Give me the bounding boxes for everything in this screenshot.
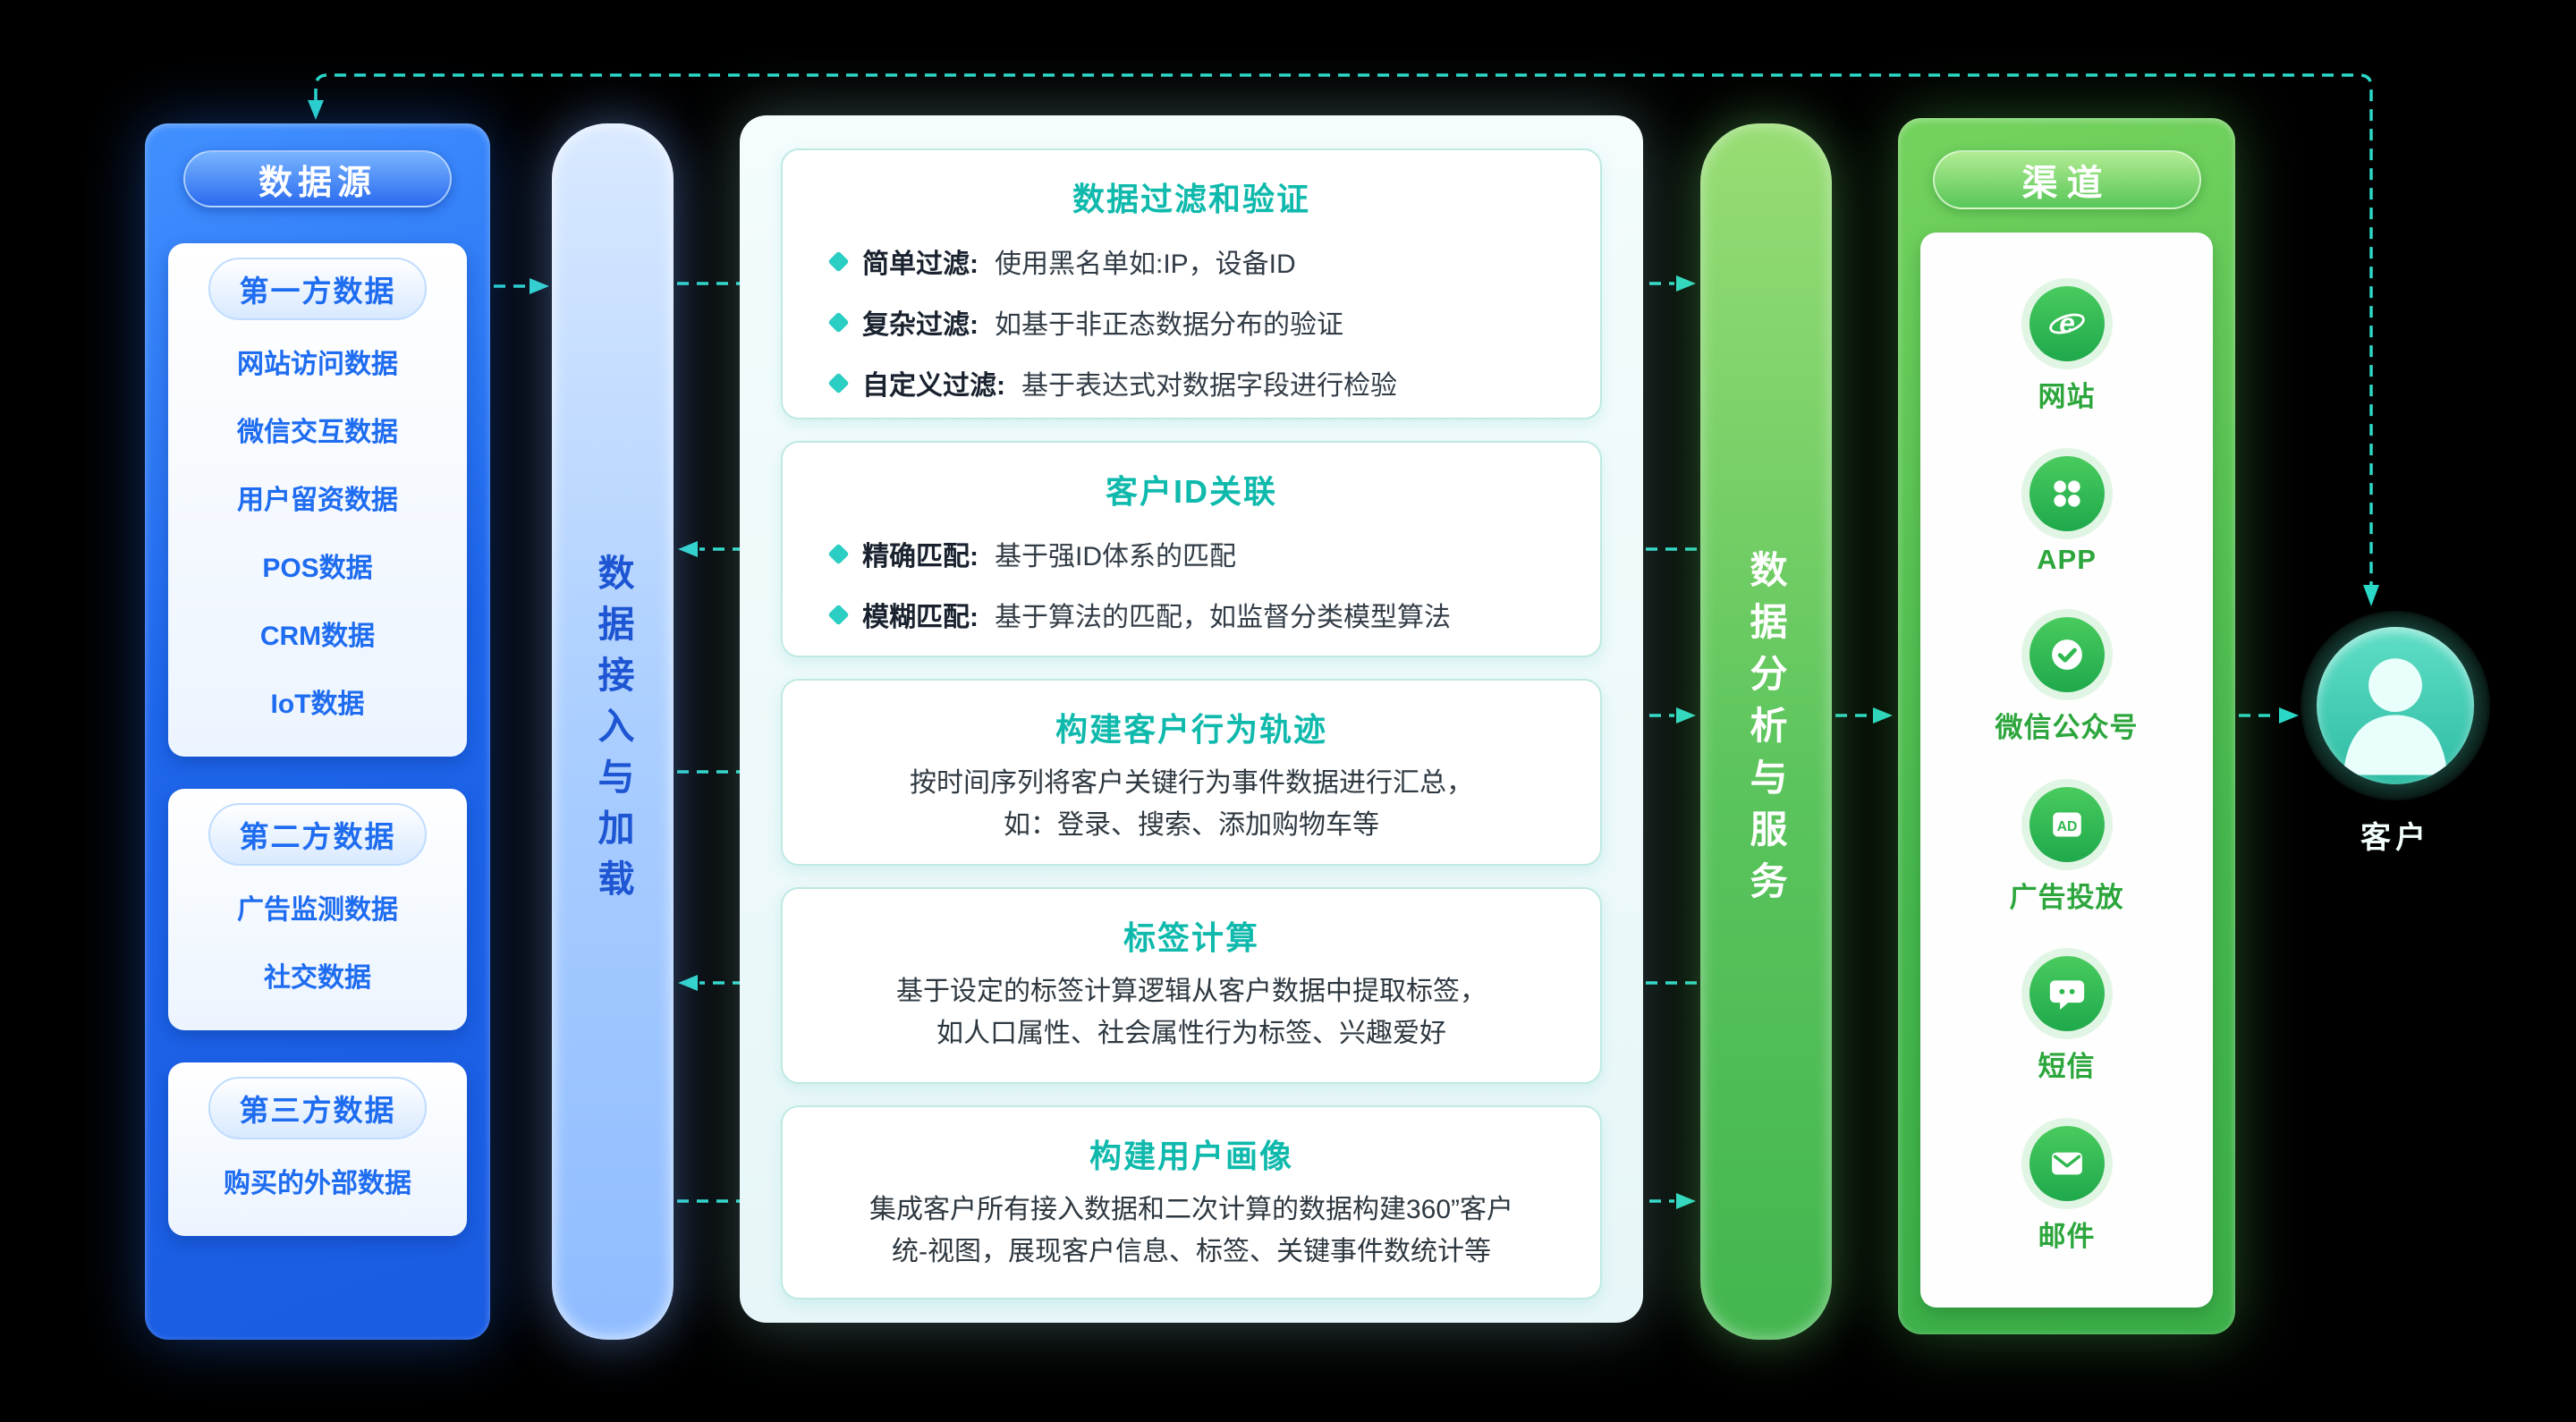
analysis-bar-label: 数据分析与服务 <box>1745 550 1787 913</box>
first-party-data-group: 第一方数据 网站访问数据 微信交互数据 用户留资数据 POS数据 CRM数据 I… <box>168 243 467 757</box>
channel-label: 短信 <box>2038 1051 2096 1083</box>
process-box-body: 按时间序列将客户关键行为事件数据进行汇总， 如：登录、搜索、添加购物车等 <box>818 763 1564 846</box>
channels-title: 渠道 <box>1932 150 2201 209</box>
body-line: 按时间序列将客户关键行为事件数据进行汇总， <box>910 768 1473 798</box>
channel-label: 邮件 <box>2038 1220 2096 1252</box>
process-box-title: 构建客户行为轨迹 <box>1055 711 1327 748</box>
ad-badge-text: AD <box>2056 818 2077 834</box>
channel-item-wechat-official: 微信公众号 <box>1996 617 2139 745</box>
ingest-bar-label: 数据接入与加载 <box>592 553 633 910</box>
third-party-title: 第三方数据 <box>208 1077 427 1139</box>
bullet-text: 基于表达式对数据字段进行检验 <box>1021 371 1397 401</box>
bullet-text: 使用黑名单如:IP，设备ID <box>995 250 1296 279</box>
bullet-row: 复杂过滤: 如基于非正态数据分布的验证 <box>827 302 1564 342</box>
app-grid-icon <box>2029 455 2105 531</box>
bullet-label: 自定义过滤: <box>862 371 1005 401</box>
bullet-row: 模糊匹配: 基于算法的匹配，如监督分类模型算法 <box>827 595 1564 634</box>
channels-panel: 渠道 e 网站 APP <box>1898 118 2235 1334</box>
diamond-bullet-icon <box>827 250 850 273</box>
process-box-id-mapping: 客户ID关联 精确匹配: 基于强ID体系的匹配 模糊匹配: 基于算法的匹配，如监… <box>781 441 1602 657</box>
channel-label: 网站 <box>2038 381 2096 413</box>
bullet-label: 简单过滤: <box>862 250 979 279</box>
bullet-row: 精确匹配: 基于强ID体系的匹配 <box>827 534 1564 573</box>
bullet-label: 复杂过滤: <box>862 310 979 340</box>
data-source-item: CRM数据 <box>259 622 376 651</box>
data-source-item: 广告监测数据 <box>237 895 398 925</box>
body-line: 集成客户所有接入数据和二次计算的数据构建360”客户 <box>869 1195 1514 1224</box>
ad-badge-icon: AD <box>2029 786 2105 862</box>
body-line: 如人口属性、社会属性行为标签、兴趣爱好 <box>936 1018 1446 1048</box>
process-box-title: 标签计算 <box>1123 919 1259 956</box>
channel-label: APP <box>2037 543 2097 575</box>
browser-icon-letter: e <box>2059 308 2075 340</box>
customer-avatar-icon <box>2317 627 2474 784</box>
processing-panel: 数据过滤和验证 简单过滤: 使用黑名单如:IP，设备ID 复杂过滤: 如基于非正… <box>740 115 1643 1323</box>
data-source-item: 网站访问数据 <box>237 350 398 379</box>
channel-label: 广告投放 <box>2009 881 2124 913</box>
data-source-item: IoT数据 <box>270 690 365 719</box>
data-sources-panel: 数据源 第一方数据 网站访问数据 微信交互数据 用户留资数据 POS数据 CRM… <box>145 123 490 1340</box>
bullet-text: 如基于非正态数据分布的验证 <box>995 310 1343 340</box>
browser-icon: e <box>2029 286 2105 362</box>
customer-avatar-glow <box>2301 611 2490 800</box>
diamond-bullet-icon <box>827 603 850 626</box>
process-box-behavior-trajectory: 构建客户行为轨迹 按时间序列将客户关键行为事件数据进行汇总， 如：登录、搜索、添… <box>781 679 1602 866</box>
process-box-tag-computation: 标签计算 基于设定的标签计算逻辑从客户数据中提取标签， 如人口属性、社会属性行为… <box>781 887 1602 1084</box>
data-source-item: 微信交互数据 <box>237 418 398 447</box>
channel-item-ads: AD 广告投放 <box>2009 786 2124 915</box>
body-line: 如：登录、搜索、添加购物车等 <box>1004 809 1379 840</box>
diamond-bullet-icon <box>827 310 850 334</box>
bullet-text: 基于算法的匹配，如监督分类模型算法 <box>995 603 1451 632</box>
bullet-label: 精确匹配: <box>862 542 979 571</box>
data-source-item: 社交数据 <box>264 963 371 993</box>
ingest-bar: 数据接入与加载 <box>552 123 674 1340</box>
process-box-title: 构建用户画像 <box>1089 1138 1293 1174</box>
analysis-bar: 数据分析与服务 <box>1700 123 1832 1340</box>
data-source-item: POS数据 <box>262 554 373 583</box>
process-box-body: 集成客户所有接入数据和二次计算的数据构建360”客户 统-视图，展现客户信息、标… <box>818 1189 1564 1273</box>
channel-list: e 网站 APP <box>1920 233 2213 1308</box>
diamond-bullet-icon <box>827 371 850 394</box>
bullet-row: 简单过滤: 使用黑名单如:IP，设备ID <box>827 241 1564 281</box>
sms-bubble-icon <box>2029 956 2105 1032</box>
process-box-title: 客户ID关联 <box>1105 473 1277 510</box>
second-party-title: 第二方数据 <box>208 803 427 866</box>
second-party-data-group: 第二方数据 广告监测数据 社交数据 <box>168 789 467 1030</box>
customer: 客户 <box>2297 611 2494 857</box>
bullet-text: 基于强ID体系的匹配 <box>995 542 1236 571</box>
body-line: 统-视图，展现客户信息、标签、关键事件数统计等 <box>892 1236 1491 1266</box>
body-line: 基于设定的标签计算逻辑从客户数据中提取标签， <box>896 977 1487 1006</box>
customer-label: 客户 <box>2360 821 2430 855</box>
process-box-body: 基于设定的标签计算逻辑从客户数据中提取标签， 如人口属性、社会属性行为标签、兴趣… <box>818 971 1564 1054</box>
channel-item-email: 邮件 <box>2029 1125 2105 1254</box>
channel-item-sms: 短信 <box>2029 956 2105 1084</box>
data-sources-title: 数据源 <box>183 150 452 207</box>
data-source-item: 用户留资数据 <box>237 486 398 515</box>
bullet-label: 模糊匹配: <box>862 603 979 632</box>
third-party-data-group: 第三方数据 购买的外部数据 <box>168 1062 467 1236</box>
channel-item-app: APP <box>2029 455 2105 576</box>
process-box-user-profile: 构建用户画像 集成客户所有接入数据和二次计算的数据构建360”客户 统-视图，展… <box>781 1105 1602 1299</box>
process-box-title: 数据过滤和验证 <box>1072 181 1310 217</box>
channel-label: 微信公众号 <box>1995 712 2139 744</box>
wechat-official-account-icon <box>2029 617 2105 693</box>
channel-item-website: e 网站 <box>2029 286 2105 414</box>
first-party-title: 第一方数据 <box>208 258 427 320</box>
process-box-filter-validate: 数据过滤和验证 简单过滤: 使用黑名单如:IP，设备ID 复杂过滤: 如基于非正… <box>781 148 1602 419</box>
diamond-bullet-icon <box>827 542 850 565</box>
data-source-item: 购买的外部数据 <box>224 1169 411 1198</box>
email-envelope-icon <box>2029 1125 2105 1201</box>
bullet-row: 自定义过滤: 基于表达式对数据字段进行检验 <box>827 363 1564 402</box>
